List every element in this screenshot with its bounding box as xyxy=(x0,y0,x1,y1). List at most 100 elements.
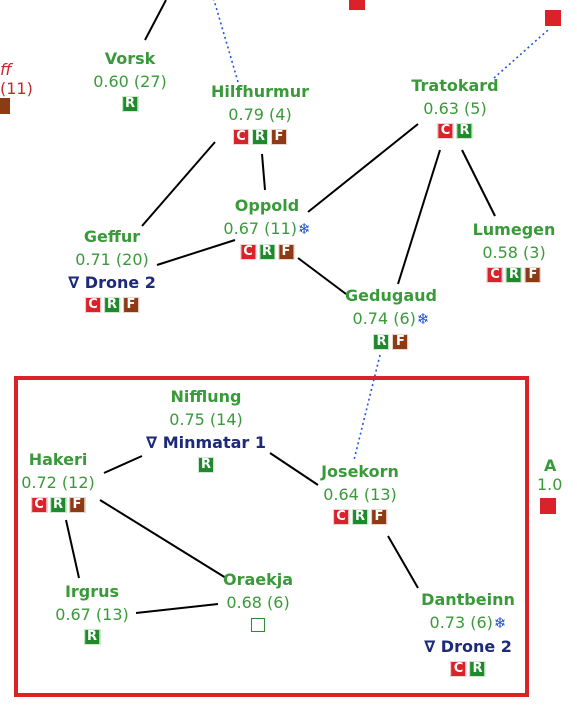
service-badge-icon: F xyxy=(392,334,409,350)
station-services xyxy=(223,615,293,635)
connection-hakeri-nifflung xyxy=(103,455,143,474)
service-badge-icon: C xyxy=(450,661,467,677)
offmap-system-right[interactable]: A 1.0 xyxy=(537,456,563,518)
system-security-stats: 0.72 (12) xyxy=(21,473,95,492)
offmap-left-stats: (11) xyxy=(0,79,33,98)
system-security-stats: 0.58 (3) xyxy=(482,243,546,262)
system-name: Hilfhurmur xyxy=(211,82,309,101)
service-badge-icon: R xyxy=(251,129,268,145)
system-node-irgrus[interactable]: Irgrus 0.67 (13) R xyxy=(55,580,129,647)
snowflake-icon: ❄ xyxy=(297,220,311,238)
connection-tratokard-lumegen xyxy=(461,149,496,217)
system-name: Vorsk xyxy=(104,49,156,68)
connection-hakeri-irgrus xyxy=(65,519,80,579)
system-security-stats: 0.64 (13) xyxy=(323,485,397,504)
system-name: Dantbeinn xyxy=(421,590,515,609)
system-security-stats: 0.68 (6) xyxy=(226,593,290,612)
system-security-stats: 0.74 (6)❄ xyxy=(352,309,430,328)
system-security-stats: 0.75 (14) xyxy=(169,410,243,429)
service-badge-icon: R xyxy=(198,457,214,473)
system-security-stats: 0.71 (20) xyxy=(75,250,149,269)
offmap-system-left[interactable]: ff (11) xyxy=(0,60,33,118)
service-badge-icon: F xyxy=(69,497,85,513)
service-badge-icon: R xyxy=(456,123,473,139)
service-badge-icon: F xyxy=(525,267,541,283)
system-name: Tratokard xyxy=(411,76,499,95)
connection-geffur-oppold xyxy=(156,239,236,266)
offmap-right-stats: 1.0 xyxy=(537,475,563,494)
connection-vorsk-north-offmap xyxy=(144,0,167,41)
sovereignty-label: ∇ Drone 2 xyxy=(68,273,156,292)
connection-hilfhurmur-oppold xyxy=(261,153,266,191)
system-node-vorsk[interactable]: Vorsk 0.60 (27) R xyxy=(93,47,167,114)
service-badge-icon: C xyxy=(31,497,47,513)
connection-hilfhurmur-geffur xyxy=(141,141,216,227)
service-badge-icon: R xyxy=(506,267,522,283)
system-name: Josekorn xyxy=(321,462,399,481)
service-badge-icon xyxy=(349,0,365,10)
station-services: R xyxy=(55,627,129,647)
station-services: R xyxy=(93,94,167,114)
system-node-oraekja[interactable]: Oraekja 0.68 (6) xyxy=(223,568,293,635)
system-security-stats: 0.60 (27) xyxy=(93,72,167,91)
service-badge-icon: C xyxy=(84,297,101,313)
offmap-badge-northeast xyxy=(545,10,561,30)
system-name: Nifflung xyxy=(170,387,242,406)
service-badge-icon xyxy=(540,498,556,514)
service-badge-icon: R xyxy=(258,244,275,260)
connection-oppold-gedugaud xyxy=(297,257,347,295)
connection-josekorn-dantbeinn xyxy=(387,535,419,589)
sovereignty-label: ∇ Drone 2 xyxy=(424,637,512,656)
system-name: Geffur xyxy=(83,227,141,246)
service-badge-icon: F xyxy=(270,129,287,145)
service-badge-icon: F xyxy=(371,509,387,525)
system-name: Irgrus xyxy=(64,582,120,601)
service-badge-icon xyxy=(0,98,10,114)
system-name: Oraekja xyxy=(222,570,294,589)
connection-irgrus-oraekja xyxy=(135,603,219,614)
system-security-stats: 0.79 (4) xyxy=(228,105,292,124)
service-badge-icon: R xyxy=(469,661,486,677)
offmap-badge-north xyxy=(349,0,365,14)
service-badge-icon: C xyxy=(232,129,249,145)
system-security-stats: 0.63 (5) xyxy=(423,99,487,118)
system-security-stats: 0.67 (13) xyxy=(55,605,129,624)
snowflake-icon: ❄ xyxy=(416,310,430,328)
system-name: Hakeri xyxy=(28,450,88,469)
connection-hakeri-oraekja xyxy=(99,499,227,579)
sovereignty-label: ∇ Minmatar 1 xyxy=(145,433,267,452)
selected-region-boundary xyxy=(14,376,529,697)
connection-nifflung-josekorn xyxy=(269,452,319,486)
empty-station-icon xyxy=(251,618,265,632)
system-security-stats: 0.73 (6)❄ xyxy=(429,613,507,632)
service-badge-icon xyxy=(545,10,561,26)
service-badge-icon: F xyxy=(277,244,294,260)
service-badge-icon: C xyxy=(487,267,503,283)
connection-tratokard-gedugaud xyxy=(397,149,441,285)
system-node-nifflung[interactable]: Nifflung 0.75 (14) ∇ Minmatar 1 R xyxy=(146,385,266,475)
snowflake-icon: ❄ xyxy=(493,614,507,632)
station-services: R xyxy=(146,455,266,475)
service-badge-icon: R xyxy=(122,96,138,112)
system-name: Gedugaud xyxy=(345,286,437,305)
service-badge-icon: R xyxy=(373,334,390,350)
connection-hilfhurmur-north-offmap xyxy=(213,0,239,83)
